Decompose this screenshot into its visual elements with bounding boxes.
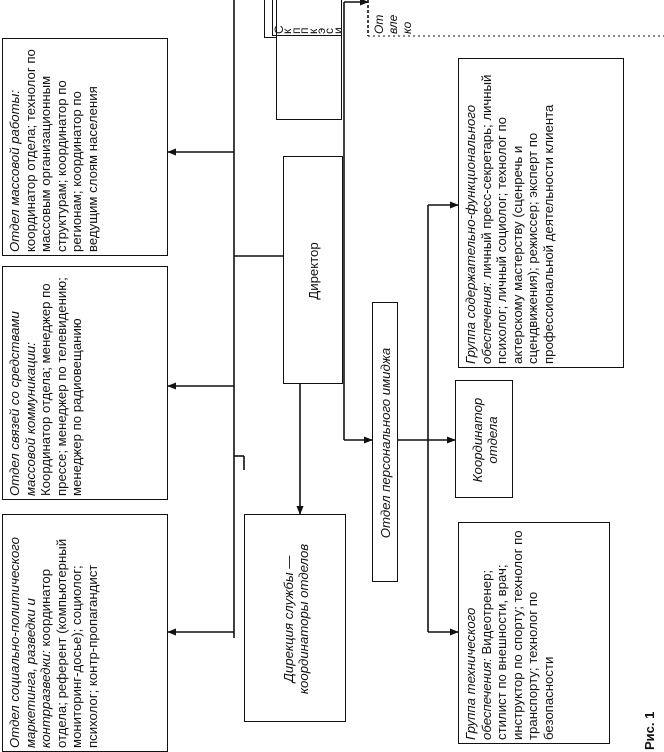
personal-image-dept-box: Отдел персонального имиджа	[372, 302, 398, 582]
dept-coordinator-label: Координатор отдела	[469, 397, 501, 483]
top-right-line: ко	[400, 21, 414, 34]
content-group-box: Группа содержательно-функционального обе…	[458, 58, 624, 368]
top-left-partial-text-box: С к п п к э с и	[272, 0, 342, 36]
dept-coordinator-box: Координатор отдела	[455, 380, 513, 498]
marketing-dept-box: Отдел социально-политического маркетинга…	[2, 514, 168, 752]
media-relations-dept-box: Отдел связей со средствами массовой комм…	[2, 266, 168, 500]
mass-work-dept-title: Отдел массовой работы:	[7, 90, 22, 252]
media-relations-dept-content: Координатор отдела; менеджер по прессе; …	[38, 277, 84, 496]
directorate-label: Дирекция службы — координаторы отделов	[280, 543, 312, 695]
tech-group-box: Группа технического обеспечения: Видеотр…	[458, 522, 610, 744]
top-left-line: и	[331, 25, 342, 34]
top-right-line: вле	[386, 14, 400, 34]
mass-work-dept-content: координатор отдела; технолог по массовым…	[22, 49, 100, 252]
media-relations-dept-title: Отдел связей со средствами массовой комм…	[7, 311, 38, 496]
top-mid-box	[276, 0, 342, 120]
top-right-partial-text: От вле ко	[372, 0, 452, 34]
personal-image-dept-label: Отдел персонального имиджа	[378, 347, 394, 539]
director-label: Директор	[306, 242, 322, 300]
top-right-line: От	[372, 14, 386, 34]
figure-caption: Рис. 1	[642, 711, 657, 750]
directorate-box: Дирекция службы — координаторы отделов	[244, 514, 346, 722]
top-right-partial-box: От вле ко	[372, 0, 452, 34]
mass-work-dept-box: Отдел массовой работы: координатор отдел…	[2, 38, 168, 256]
director-box: Директор	[283, 156, 343, 384]
